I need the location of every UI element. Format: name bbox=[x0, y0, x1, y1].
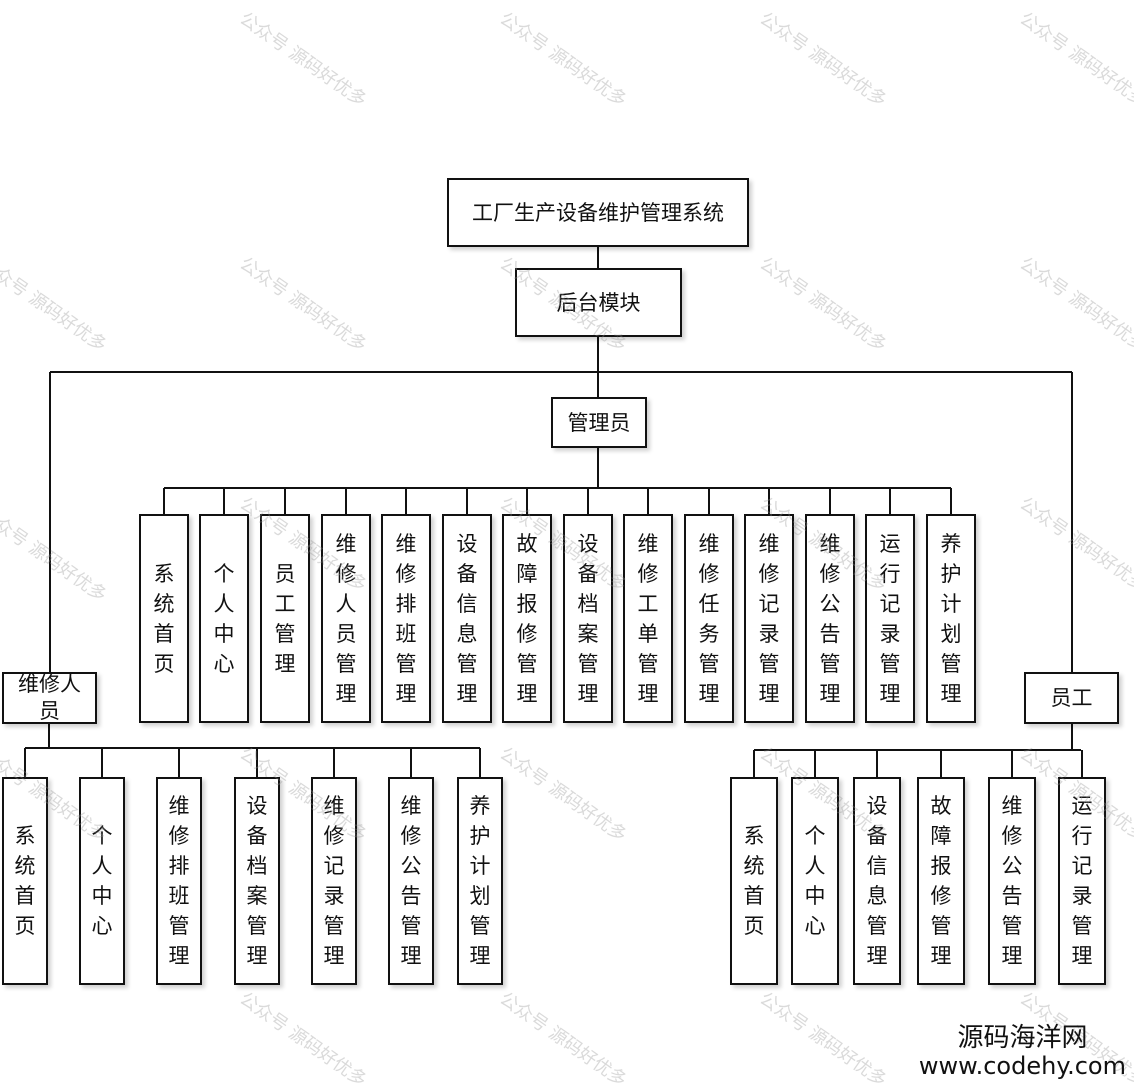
menu-item-label: 维修排班管理 bbox=[168, 794, 190, 968]
admin-menu-item: 故障报修管理 bbox=[502, 514, 552, 723]
admin-menu-item: 设备信息管理 bbox=[442, 514, 492, 723]
menu-item-label: 维修记录管理 bbox=[323, 794, 345, 968]
menu-item-label: 养护计划管理 bbox=[469, 794, 491, 968]
admin-menu-item: 员工管理 bbox=[260, 514, 310, 723]
site-logo: 源码海洋网 www.codehy.com bbox=[919, 1023, 1126, 1079]
repairer-label: 维修人员 bbox=[18, 672, 81, 723]
menu-item-label: 设备档案管理 bbox=[577, 531, 599, 706]
menu-item-label: 故障报修管理 bbox=[930, 794, 952, 968]
site-logo-name: 源码海洋网 bbox=[957, 1023, 1088, 1053]
root-node: 工厂生产设备维护管理系统 bbox=[447, 178, 749, 247]
menu-item-label: 维修任务管理 bbox=[698, 531, 720, 706]
admin-menu-item: 运行记录管理 bbox=[865, 514, 915, 723]
employee-menu-item: 维修公告管理 bbox=[988, 777, 1036, 985]
menu-item-label: 设备档案管理 bbox=[246, 794, 268, 968]
employee-node: 员工 bbox=[1024, 672, 1119, 724]
admin-menu-item: 维修公告管理 bbox=[805, 514, 855, 723]
employee-menu-item: 运行记录管理 bbox=[1058, 777, 1106, 985]
repairer-menu-item: 维修记录管理 bbox=[311, 777, 357, 985]
site-logo-url: www.codehy.com bbox=[918, 1052, 1126, 1080]
repairer-menu-item: 设备档案管理 bbox=[234, 777, 280, 985]
admin-menu-item: 维修排班管理 bbox=[381, 514, 431, 723]
menu-item-label: 系统首页 bbox=[153, 561, 175, 676]
menu-item-label: 个人中心 bbox=[91, 824, 113, 938]
menu-item-label: 员工管理 bbox=[274, 561, 296, 676]
menu-item-label: 维修公告管理 bbox=[400, 794, 422, 968]
admin-menu-item: 维修人员管理 bbox=[321, 514, 371, 723]
admin-menu-item: 养护计划管理 bbox=[926, 514, 976, 723]
module-label: 后台模块 bbox=[556, 290, 641, 315]
menu-item-label: 运行记录管理 bbox=[879, 531, 901, 706]
menu-item-label: 维修人员管理 bbox=[335, 531, 357, 706]
menu-item-label: 设备信息管理 bbox=[866, 794, 888, 968]
menu-item-label: 维修公告管理 bbox=[819, 531, 841, 706]
repairer-node: 维修人员 bbox=[2, 672, 97, 724]
repairer-menu-item: 个人中心 bbox=[79, 777, 125, 985]
menu-item-label: 个人中心 bbox=[213, 561, 235, 676]
menu-item-label: 个人中心 bbox=[804, 824, 826, 938]
admin-menu-item: 维修任务管理 bbox=[684, 514, 734, 723]
employee-menu-item: 系统首页 bbox=[730, 777, 778, 985]
menu-item-label: 运行记录管理 bbox=[1071, 794, 1093, 968]
menu-item-label: 养护计划管理 bbox=[940, 531, 962, 706]
module-node: 后台模块 bbox=[515, 268, 682, 337]
employee-menu-item: 故障报修管理 bbox=[917, 777, 965, 985]
employee-menu-item: 个人中心 bbox=[791, 777, 839, 985]
employee-menu-item: 设备信息管理 bbox=[853, 777, 901, 985]
repairer-menu-item: 系统首页 bbox=[2, 777, 48, 985]
admin-menu-item: 维修工单管理 bbox=[623, 514, 673, 723]
admin-node: 管理员 bbox=[551, 397, 647, 448]
repairer-menu-item: 养护计划管理 bbox=[457, 777, 503, 985]
menu-item-label: 系统首页 bbox=[743, 824, 765, 938]
menu-item-label: 设备信息管理 bbox=[456, 531, 478, 706]
repairer-menu-item: 维修排班管理 bbox=[156, 777, 202, 985]
menu-item-label: 维修排班管理 bbox=[395, 531, 417, 706]
admin-menu-item: 系统首页 bbox=[139, 514, 189, 723]
admin-menu-item: 个人中心 bbox=[199, 514, 249, 723]
employee-label: 员工 bbox=[1050, 686, 1093, 710]
menu-item-label: 维修记录管理 bbox=[758, 531, 780, 706]
admin-label: 管理员 bbox=[567, 410, 631, 435]
menu-item-label: 系统首页 bbox=[14, 824, 36, 938]
admin-menu-item: 维修记录管理 bbox=[744, 514, 794, 723]
repairer-menu-item: 维修公告管理 bbox=[388, 777, 434, 985]
menu-item-label: 故障报修管理 bbox=[516, 531, 538, 706]
admin-menu-item: 设备档案管理 bbox=[563, 514, 613, 723]
menu-item-label: 维修公告管理 bbox=[1001, 794, 1023, 968]
menu-item-label: 维修工单管理 bbox=[637, 531, 659, 706]
root-label: 工厂生产设备维护管理系统 bbox=[472, 200, 724, 225]
